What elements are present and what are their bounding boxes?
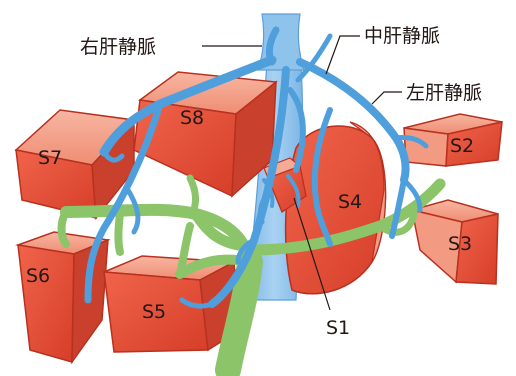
label-s7: S7 bbox=[38, 147, 62, 169]
leader-middle-hepatic-vein bbox=[326, 36, 360, 74]
label-s5: S5 bbox=[142, 301, 166, 323]
label-s1: S1 bbox=[326, 317, 350, 339]
label-right-hepatic-vein: 右肝静脈 bbox=[80, 36, 156, 58]
label-s6: S6 bbox=[26, 265, 50, 287]
segment-s5 bbox=[104, 256, 240, 352]
label-s4: S4 bbox=[338, 191, 362, 213]
label-middle-hepatic-vein: 中肝静脈 bbox=[364, 25, 440, 47]
label-s3: S3 bbox=[448, 233, 472, 255]
leader-left-hepatic-vein bbox=[372, 92, 402, 104]
label-left-hepatic-vein: 左肝静脈 bbox=[406, 82, 482, 104]
label-s8: S8 bbox=[180, 107, 204, 129]
label-s2: S2 bbox=[450, 135, 474, 157]
